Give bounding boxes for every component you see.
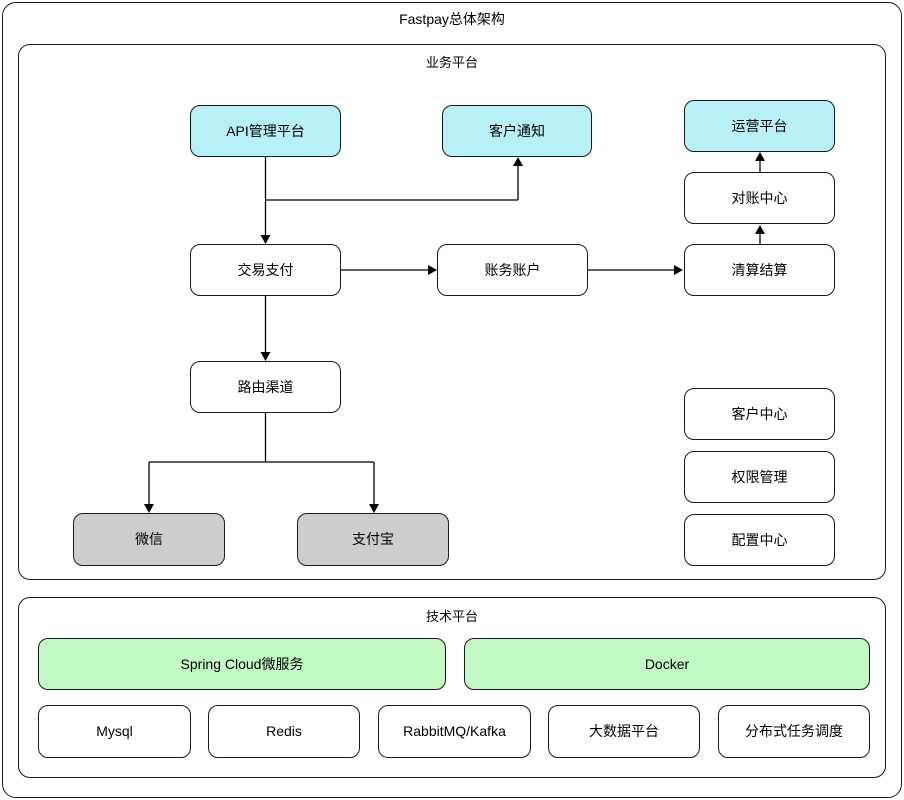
node-trade-payment: 交易支付 — [190, 244, 341, 296]
node-label: 清算结算 — [731, 261, 788, 278]
arrow-trade-to-routing — [260, 296, 271, 361]
node-alipay: 支付宝 — [297, 513, 449, 566]
arrow-api-to-notify — [265, 157, 523, 201]
node-label: 运营平台 — [731, 117, 788, 134]
arrow-trade-to-accounting — [341, 265, 437, 275]
node-operation-platform: 运营平台 — [684, 100, 835, 152]
node-label: 支付宝 — [352, 531, 394, 548]
node-customer-notify: 客户通知 — [442, 105, 592, 157]
node-distributed-scheduler: 分布式任务调度 — [718, 705, 870, 758]
node-accounting: 账务账户 — [437, 244, 588, 296]
tech-platform-frame — [18, 597, 886, 778]
node-label: 客户通知 — [489, 122, 545, 139]
node-label: 交易支付 — [237, 261, 294, 278]
node-label: 对账中心 — [731, 189, 788, 206]
node-label: 配置中心 — [731, 531, 788, 548]
node-label: 分布式任务调度 — [745, 723, 843, 740]
node-wechat: 微信 — [73, 513, 225, 566]
node-label: 微信 — [135, 531, 163, 548]
node-reconciliation-center: 对账中心 — [684, 172, 835, 224]
arrow-api-to-trade — [260, 157, 271, 244]
business-platform-frame — [18, 44, 886, 580]
node-clearing-settlement: 清算结算 — [684, 244, 835, 296]
node-label: Spring Cloud微服务 — [180, 655, 304, 672]
arrow-recon-to-operation — [755, 152, 765, 172]
node-bigdata-platform: 大数据平台 — [548, 705, 700, 758]
node-redis: Redis — [208, 705, 360, 758]
node-label: API管理平台 — [226, 122, 305, 139]
node-docker: Docker — [464, 638, 870, 690]
arrow-accounting-to-clearing — [588, 265, 683, 275]
business-platform-label: 业务平台 — [425, 55, 478, 70]
tech-platform-label: 技术平台 — [425, 609, 478, 624]
node-label: 账务账户 — [484, 261, 541, 278]
node-spring-cloud: Spring Cloud微服务 — [38, 638, 446, 690]
node-mysql: Mysql — [38, 705, 191, 758]
node-label: 客户中心 — [731, 405, 788, 422]
node-label: Mysql — [96, 723, 133, 740]
node-rabbitmq-kafka: RabbitMQ/Kafka — [378, 705, 531, 758]
node-label: Redis — [266, 723, 302, 740]
node-label: RabbitMQ/Kafka — [403, 723, 506, 740]
node-label: 路由渠道 — [237, 378, 294, 395]
node-permission-mgmt: 权限管理 — [684, 451, 835, 503]
node-customer-center: 客户中心 — [684, 388, 835, 440]
arrow-routing-to-channels — [144, 413, 379, 513]
node-label: 大数据平台 — [589, 723, 659, 740]
diagram-title: Fastpay总体架构 — [399, 11, 505, 27]
arrow-clearing-to-recon — [755, 225, 765, 244]
node-api-platform: API管理平台 — [190, 105, 341, 157]
node-config-center: 配置中心 — [684, 514, 835, 566]
node-label: Docker — [644, 655, 690, 672]
node-routing-channel: 路由渠道 — [190, 361, 341, 413]
node-label: 权限管理 — [731, 468, 788, 485]
